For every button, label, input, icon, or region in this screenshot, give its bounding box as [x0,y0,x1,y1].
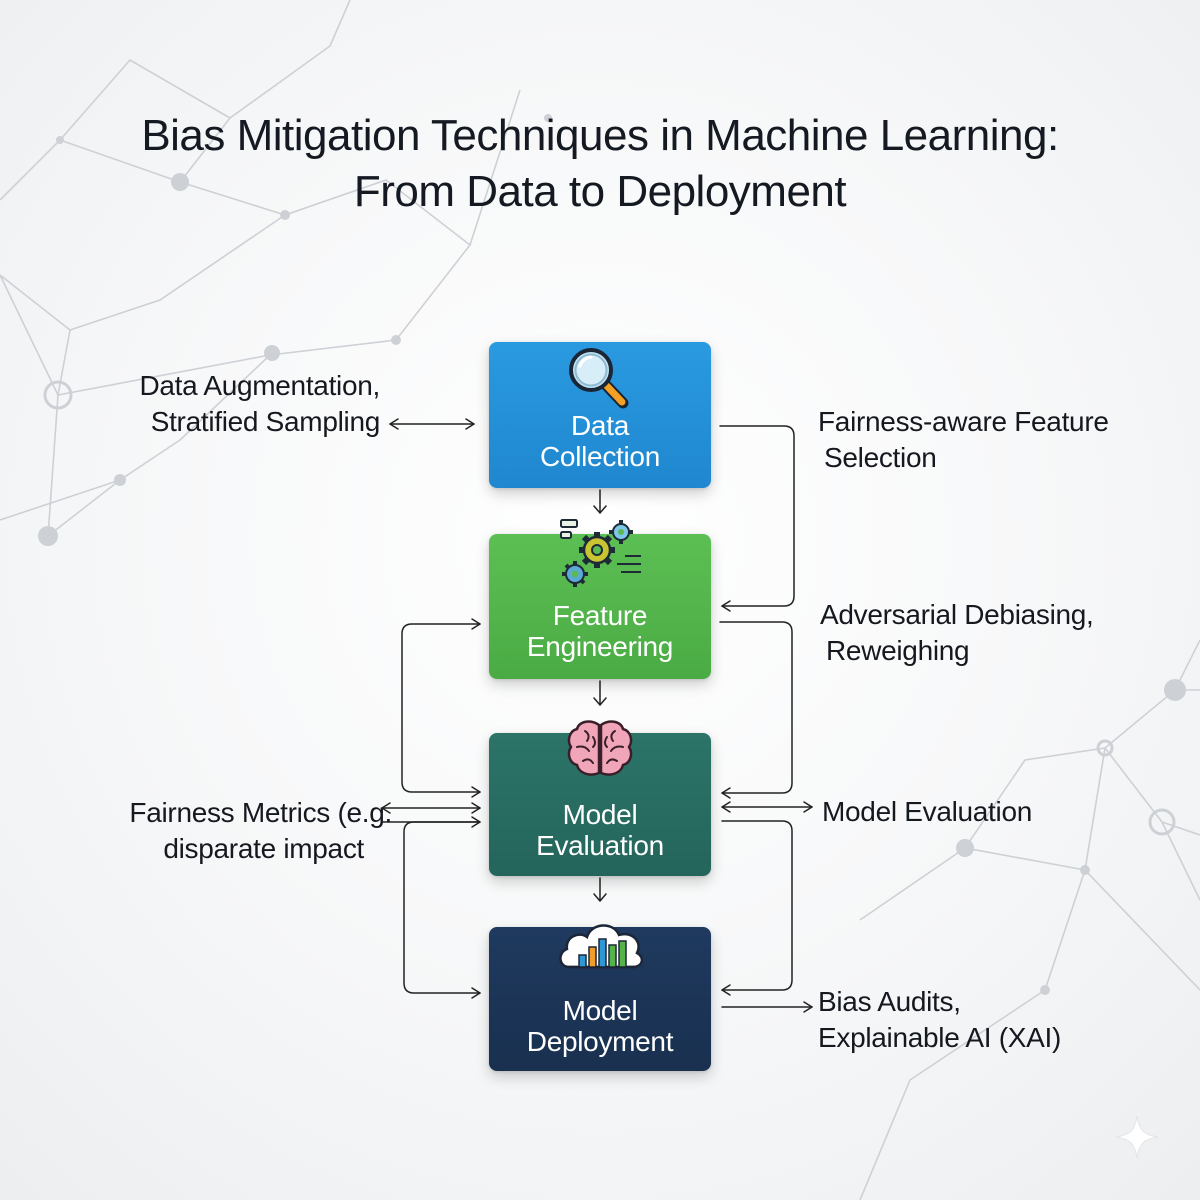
note-data-augmentation: Data Augmentation, Stratified Sampling [100,368,380,440]
stage-model-evaluation-label: Model Evaluation [489,799,711,861]
flow-arrow-1 [593,489,607,514]
stage-label-line-1: Data [571,410,629,441]
stage-label-line-2: Collection [540,441,660,472]
title-line-2: From Data to Deployment [353,167,847,216]
left-upper-loop [401,618,481,798]
sparkle-icon [1115,1115,1159,1159]
note-fairness-metrics: Fairness Metrics (e.g. disparate impact [90,795,392,867]
stage-model-deployment: Model Deployment [489,924,711,1071]
stage-label-line-2: Evaluation [536,830,664,861]
stage-data-collection-label: Data Collection [489,410,711,472]
cloud-chart-icon [559,924,644,969]
adversarial-loop [719,621,793,799]
note-line-2: Stratified Sampling [150,406,381,437]
note-line-1: Fairness Metrics (e.g. [129,797,392,828]
bias-audits-arrow [721,1001,813,1013]
stage-feature-engineering-label: Feature Engineering [489,600,711,662]
gear-small-top [609,520,633,544]
stage-label-line-2: Deployment [526,1026,674,1057]
stage-feature-engineering: Feature Engineering [489,519,711,679]
note-model-evaluation: Model Evaluation [822,794,1032,830]
network-nodes [38,114,1186,995]
note-adversarial: Adversarial Debiasing, Reweighing [820,597,1094,669]
note-fairness-feature: Fairness-aware Feature Selection [818,404,1109,476]
fairness-feature-loop [719,425,795,612]
magnifier-icon [569,348,629,409]
gear-small-bottom [562,561,588,587]
note-line-2: Selection [824,442,937,473]
model-evaluation-arrow [721,801,813,813]
stage-model-deployment-label: Model Deployment [489,995,711,1057]
page-title: Bias Mitigation Techniques in Machine Le… [0,108,1200,220]
stage-data-collection: Data Collection [489,342,711,488]
gears-icon [560,519,641,587]
note-line-1: Fairness-aware Feature [818,406,1109,437]
note-line-1: Model Evaluation [822,796,1032,827]
flow-arrow-3 [593,877,607,902]
note-line-2: Reweighing [826,635,970,666]
note-bias-audits: Bias Audits, Explainable AI (XAI) [818,984,1061,1056]
note-line-1: Bias Audits, [818,986,961,1017]
title-line-1: Bias Mitigation Techniques in Machine Le… [141,111,1059,160]
fairness-metrics-arrows [381,802,481,828]
gear-large [579,532,615,568]
stage-label-line-1: Model [562,995,638,1026]
deployment-loop [721,820,793,996]
note-line-1: Adversarial Debiasing, [820,599,1094,630]
network-rings [43,380,1176,836]
stage-model-evaluation: Model Evaluation [489,720,711,876]
data-augmentation-arrow [389,418,475,430]
left-lower-loop [403,821,481,999]
brain-icon [567,720,633,776]
stage-label-line-1: Feature [552,600,648,631]
flow-arrow-2 [593,680,607,706]
note-line-1: Data Augmentation, [139,370,380,401]
stage-label-line-2: Engineering [526,631,674,662]
stage-label-line-1: Model [562,799,638,830]
note-line-2: Explainable AI (XAI) [818,1022,1062,1053]
note-line-2: disparate impact [163,833,364,864]
